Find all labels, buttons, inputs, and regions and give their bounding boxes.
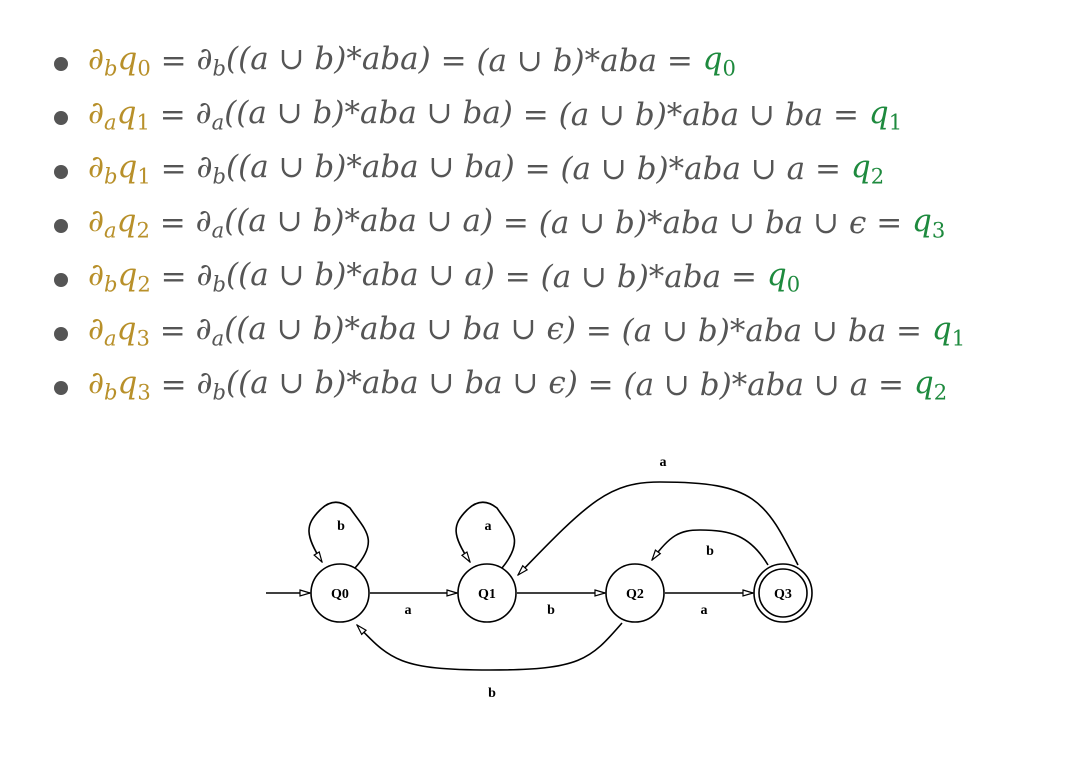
equals: =: [440, 43, 467, 79]
derived-regex: (a ∪ b)*aba ∪ ba: [621, 313, 887, 349]
result-state: q0: [702, 41, 736, 81]
equals: =: [814, 151, 841, 187]
result-state: q0: [766, 257, 801, 297]
bullet-icon: [54, 57, 68, 71]
state-q0: [310, 563, 370, 623]
equals: =: [524, 151, 551, 187]
derivative-item: ∂aq1 = ∂a((a ∪ b)*aba ∪ ba) = (a ∪ b)*ab…: [54, 88, 965, 142]
result-state: q1: [868, 95, 903, 135]
lhs: ∂bq1: [88, 149, 151, 189]
edge-q3-q1: [518, 481, 799, 575]
edge-label: b: [547, 603, 555, 618]
equals: =: [587, 367, 614, 403]
edge-label: a: [485, 519, 492, 534]
equals: =: [502, 205, 529, 241]
edge-q3-q2: [652, 529, 769, 566]
equals: =: [585, 313, 612, 349]
derivative-item: ∂aq2 = ∂a((a ∪ b)*aba ∪ a) = (a ∪ b)*aba…: [54, 196, 965, 250]
derived-regex: (a ∪ b)*aba ∪ ba: [558, 97, 824, 133]
equals: =: [160, 151, 187, 187]
edge-label: a: [405, 603, 412, 618]
state-q3: [753, 563, 813, 623]
result-state: q2: [913, 365, 948, 405]
derivative-of-regex: ∂a((a ∪ b)*aba ∪ ba ∪ ϵ): [195, 311, 576, 351]
derivative-item: ∂aq3 = ∂a((a ∪ b)*aba ∪ ba ∪ ϵ) = (a ∪ b…: [54, 304, 965, 358]
equals: =: [160, 367, 187, 403]
derivative-of-regex: ∂b((a ∪ b)*aba ∪ ba ∪ ϵ): [196, 365, 578, 405]
result-state: q2: [850, 149, 885, 189]
state-q2: [605, 563, 665, 623]
equals: =: [896, 313, 923, 349]
equals: =: [832, 97, 859, 133]
equals: =: [730, 259, 757, 295]
derivative-of-regex: ∂a((a ∪ b)*aba ∪ ba): [195, 95, 513, 135]
result-state: q3: [912, 203, 946, 243]
result-state: q1: [931, 311, 966, 351]
derivative-of-regex: ∂b((a ∪ b)*aba ∪ ba): [196, 149, 515, 189]
edge-label: b: [706, 544, 714, 559]
edge-label: a: [660, 455, 667, 470]
bullet-icon: [54, 111, 68, 125]
equals: =: [878, 367, 905, 403]
equals: =: [504, 259, 531, 295]
bullet-icon: [54, 273, 68, 287]
derivative-item: ∂bq1 = ∂b((a ∪ b)*aba ∪ ba) = (a ∪ b)*ab…: [54, 142, 965, 196]
derivative-list: ∂bq0 = ∂b((a ∪ b)*aba) = (a ∪ b)*aba = q…: [54, 34, 965, 412]
lhs: ∂aq1: [88, 95, 150, 135]
bullet-icon: [54, 165, 68, 179]
derivative-of-regex: ∂b((a ∪ b)*aba): [196, 41, 431, 81]
state-label-q0: Q0: [331, 587, 349, 602]
state-q1: [457, 563, 517, 623]
derived-regex: (a ∪ b)*aba ∪ a: [560, 151, 806, 187]
bullet-icon: [54, 327, 68, 341]
derivative-item: ∂bq0 = ∂b((a ∪ b)*aba) = (a ∪ b)*aba = q…: [54, 34, 965, 88]
equals: =: [522, 97, 549, 133]
state-label-q2: Q2: [626, 587, 644, 602]
equals: =: [876, 205, 903, 241]
lhs: ∂bq2: [88, 257, 151, 297]
edge-label: b: [488, 686, 496, 701]
derived-regex: (a ∪ b)*aba ∪ ba ∪ ϵ: [538, 205, 867, 241]
state-label-q3: Q3: [774, 587, 792, 602]
equals: =: [159, 97, 186, 133]
derivative-of-regex: ∂a((a ∪ b)*aba ∪ a): [195, 203, 494, 243]
derived-regex: (a ∪ b)*aba: [540, 259, 722, 295]
edge-q0-q0: [308, 501, 370, 569]
derivative-item: ∂bq3 = ∂b((a ∪ b)*aba ∪ ba ∪ ϵ) = (a ∪ b…: [54, 358, 965, 412]
derived-regex: (a ∪ b)*aba ∪ a: [623, 367, 869, 403]
lhs: ∂aq3: [88, 311, 150, 351]
derivative-item: ∂bq2 = ∂b((a ∪ b)*aba ∪ a) = (a ∪ b)*aba…: [54, 250, 965, 304]
bullet-icon: [54, 219, 68, 233]
state-q3-accept-ring: [758, 568, 808, 618]
equals: =: [159, 313, 186, 349]
derivative-of-regex: ∂b((a ∪ b)*aba ∪ a): [196, 257, 495, 297]
lhs: ∂bq3: [88, 365, 151, 405]
equals: =: [666, 43, 693, 79]
equals: =: [160, 259, 187, 295]
lhs: ∂aq2: [88, 203, 150, 243]
equals: =: [160, 43, 187, 79]
equals: =: [159, 205, 186, 241]
bullet-icon: [54, 381, 68, 395]
derived-regex: (a ∪ b)*aba: [476, 43, 657, 79]
lhs: ∂bq0: [88, 41, 151, 81]
state-label-q1: Q1: [478, 587, 496, 602]
edge-q1-q1: [455, 501, 516, 569]
edge-label: b: [337, 519, 345, 534]
edge-q2-q0: [357, 622, 623, 671]
edge-label: a: [701, 603, 708, 618]
